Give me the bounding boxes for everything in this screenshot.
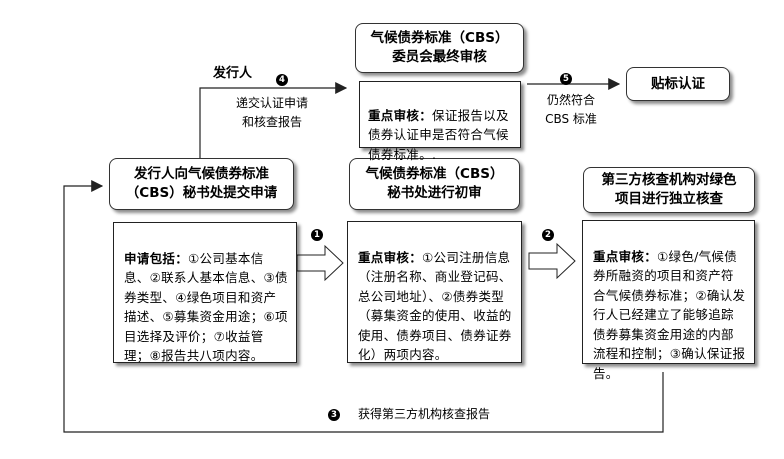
committee-review-content: 重点审核：保证报告以及债券认证申是否符合气候债券标准。.: [359, 81, 521, 162]
certification-node: 贴标认证: [626, 67, 730, 101]
issuer-label: 发行人: [213, 66, 253, 81]
third-party-review-content: 重点审核：①绿色/气候债券所融资的项目和资产符合气候债券标准；②确认发行人已经建…: [582, 220, 755, 381]
committee-review-head: 重点审核：: [368, 107, 433, 123]
cbs-committee-node: 气候债券标准（CBS） 委员会最终审核: [355, 23, 524, 73]
step-4-badge: 4: [276, 74, 288, 86]
secretariat-review-head: 重点审核：: [358, 249, 423, 265]
secretariat-review-content: 重点审核：①公司注册信息（注册名称、商业登记码、总公司地址）、②债券类型（募集资…: [347, 221, 522, 363]
submit-label: 递交认证申请 和核查报告: [235, 96, 308, 129]
secretariat-review-body: ①公司注册信息（注册名称、商业登记码、总公司地址）、②债券类型（募集资金的使用、…: [358, 249, 512, 363]
secretariat-review-node: 气候债券标准（CBS） 秘书处进行初审: [349, 158, 520, 210]
issuer-application-head: 申请包括：: [124, 250, 189, 266]
third-party-review-body: ①绿色/气候债券所融资的项目和资产符合气候债券标准；②确认发行人已经建立了能够追…: [593, 248, 746, 381]
step-5-badge: 5: [560, 73, 572, 85]
third-party-review-node: 第三方核查机构对绿色 项目进行独立核查: [583, 167, 755, 213]
step-2-badge: 2: [542, 229, 554, 241]
issuer-application-content: 申请包括：①公司基本信息、②联系人基本信息、③债券类型、④绿色项目和资产描述、⑤…: [113, 222, 297, 363]
feedback-loop-line: [63, 180, 664, 433]
third-party-review-head: 重点审核：: [593, 248, 658, 264]
hollow-arrow-1: [296, 244, 344, 282]
submit-line: [199, 82, 348, 158]
step-1-badge: 1: [311, 229, 323, 241]
step-3-badge: 3: [328, 409, 340, 421]
obtain-report-label: 获得第三方机构核查报告: [358, 407, 491, 421]
issuer-submit-node: 发行人向气候债券标准 （CBS）秘书处提交申请: [109, 158, 294, 210]
issuer-application-body: ①公司基本信息、②联系人基本信息、③债券类型、④绿色项目和资产描述、⑤募集资金用…: [124, 250, 288, 364]
committee-review-body: 保证报告以及债券认证申是否符合气候债券标准。.: [368, 107, 509, 162]
hollow-arrow-2: [528, 242, 576, 280]
still-compliant-label: 仍然符合 CBS 标准: [545, 93, 597, 126]
